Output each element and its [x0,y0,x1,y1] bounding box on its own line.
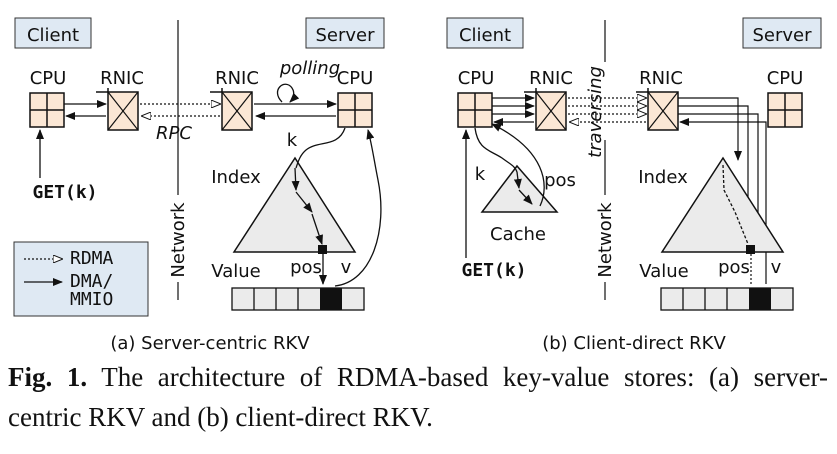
leaf-node [318,245,327,254]
dma-path [678,97,742,161]
cache-tree [480,164,559,213]
client-rnic-icon [96,88,139,131]
cache-pos-return [491,123,545,207]
subcaption-b: (b) Client-direct RKV [542,333,726,354]
panel-server-centric: Client Server CPU RNIC RNIC CPU [13,17,385,354]
index-label: Index [638,167,688,188]
tree-traverse-arrow [295,191,313,213]
key-path [295,127,346,169]
value-return-arrow [334,129,382,287]
server-cpu-icon [337,92,373,128]
client-cpu-icon [29,92,65,128]
pos-label: pos [718,257,750,278]
server-label: Server [315,25,375,46]
network-label: Network [595,202,616,278]
cache-traverse-arrow [513,171,522,189]
legend-mmio-label: MMIO [70,289,113,310]
v-label: v [771,257,782,278]
client-label: Client [27,25,79,46]
server-rnic-icon [636,88,679,131]
client-rnic-icon [524,88,567,131]
value-label: Value [211,261,260,282]
traversing-label: traversing [585,66,606,158]
server-label-box [305,17,385,49]
architecture-diagram: Client Server CPU RNIC RNIC CPU [13,17,822,354]
client-label-box [14,17,92,49]
v-label: v [341,257,352,278]
k-label: k [287,130,298,151]
polling-loop [276,83,300,103]
index-label: Index [211,167,261,188]
figure-number: Fig. 1. [8,362,88,392]
server-cpu-icon [767,92,803,128]
get-k-label: GET(k) [461,260,526,281]
cpu-server-label: CPU [767,68,804,89]
dma-path [678,113,762,245]
tree-traverse-arrow [311,213,323,245]
legend-dma-label: DMA/ [70,271,113,292]
rnic-server-label: RNIC [639,68,683,89]
cache-label: Cache [490,224,546,245]
server-rnic-icon [210,88,253,131]
index-tree [232,156,357,253]
server-label-box [742,17,822,49]
client-label-box [446,17,524,49]
cache-pos-label: pos [544,170,576,191]
cpu-client-label: CPU [30,68,67,89]
client-cpu-icon [457,92,493,128]
leaf-node [746,245,755,254]
panel-client-direct: Client Server CPU RNIC RNIC CPU [446,17,822,354]
client-label: Client [459,25,511,46]
value-array [231,287,365,311]
tree-traverse-arrow [291,167,300,191]
polling-label: polling [279,58,340,79]
cache-key-path [474,127,518,173]
pos-label: pos [290,257,322,278]
value-array [660,287,794,311]
server-label: Server [752,25,812,46]
legend-rdma-label: RDMA [70,248,114,269]
caption-text: The architecture of RDMA-based key-value… [8,362,829,432]
legend: RDMA DMA/ MMIO [13,241,149,317]
cpu-client-label: CPU [458,68,495,89]
value-label: Value [639,261,688,282]
cpu-server-label: CPU [337,68,374,89]
subcaption-a: (a) Server-centric RKV [110,333,310,354]
get-k-label: GET(k) [32,182,97,203]
rnic-client-label: RNIC [529,68,573,89]
index-tree [660,156,785,253]
rpc-label: RPC [156,123,192,144]
cache-k-label: k [475,164,486,185]
rnic-server-label: RNIC [215,68,259,89]
figure-caption: Fig. 1. The architecture of RDMA-based k… [8,357,828,437]
cache-traverse-arrow [518,189,533,205]
network-label: Network [168,202,189,278]
index-dashed-path [722,164,749,245]
rnic-client-label: RNIC [100,68,144,89]
